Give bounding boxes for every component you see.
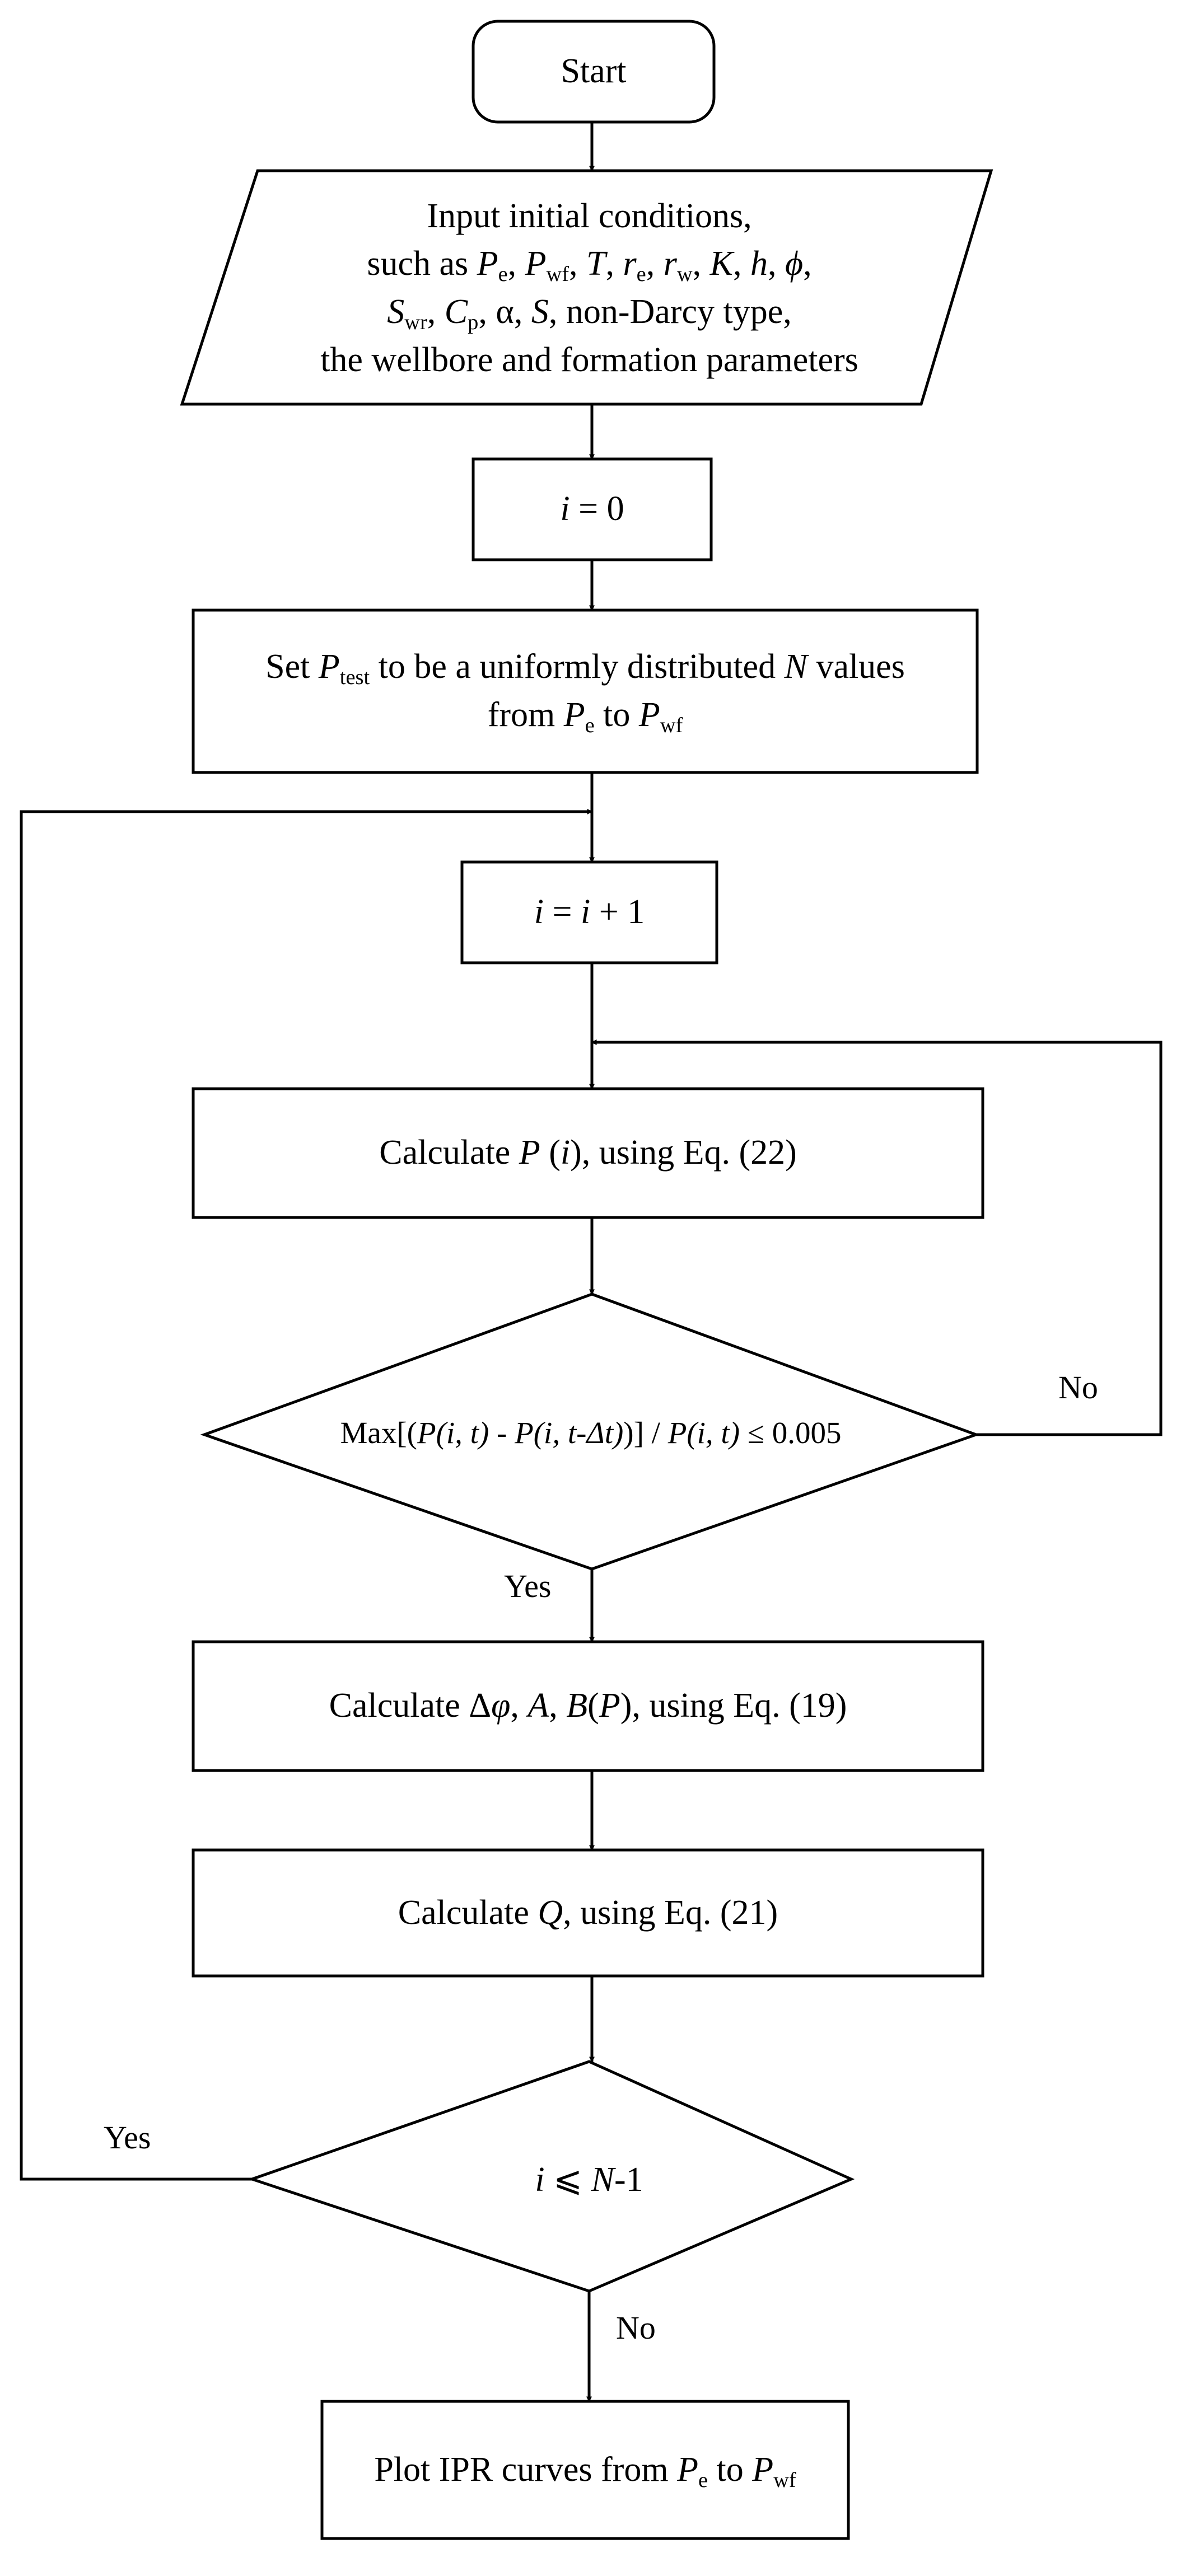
calc-q-box: [192, 1848, 984, 1978]
convergence-yes-label: Yes: [504, 1568, 552, 1604]
increment-label: i = i + 1: [534, 893, 645, 931]
input-parallelogram: [180, 169, 993, 406]
calc-q-label: Calculate Q, using Eq. (21): [398, 1893, 778, 1932]
start-terminal: [472, 20, 716, 124]
loop-yes-label: Yes: [104, 2119, 151, 2156]
loop-no-label: No: [616, 2310, 656, 2346]
connector-yes-loop: [20, 809, 593, 2181]
convergence-label: Max[(P(i, t) - P(i, t-Δt))] / P(i, t) ≤ …: [340, 1416, 842, 1450]
calc-dphi-label: Calculate Δφ, A, B(P), using Eq. (19): [329, 1687, 847, 1725]
convergence-no-label: No: [1058, 1369, 1098, 1406]
set-ptest-box: [192, 608, 979, 774]
init-label: i = 0: [560, 490, 624, 528]
plot-box: [320, 2400, 850, 2540]
plot-label: Plot IPR curves from Pe to Pwf: [374, 2450, 796, 2492]
set-ptest-label: Set Ptest to be a uniformly distributed …: [265, 648, 905, 737]
calc-p-label: Calculate P (i), using Eq. (22): [379, 1134, 797, 1172]
input-text: Input initial conditions, such as Pe, Pw…: [320, 196, 858, 379]
start-label: Start: [561, 52, 627, 91]
connector-no-loop: [591, 1039, 1163, 1436]
calc-p-box: [192, 1087, 984, 1219]
loop-check-label: i ⩽ N-1: [535, 2161, 643, 2199]
calc-dphi-box: [192, 1640, 984, 1772]
